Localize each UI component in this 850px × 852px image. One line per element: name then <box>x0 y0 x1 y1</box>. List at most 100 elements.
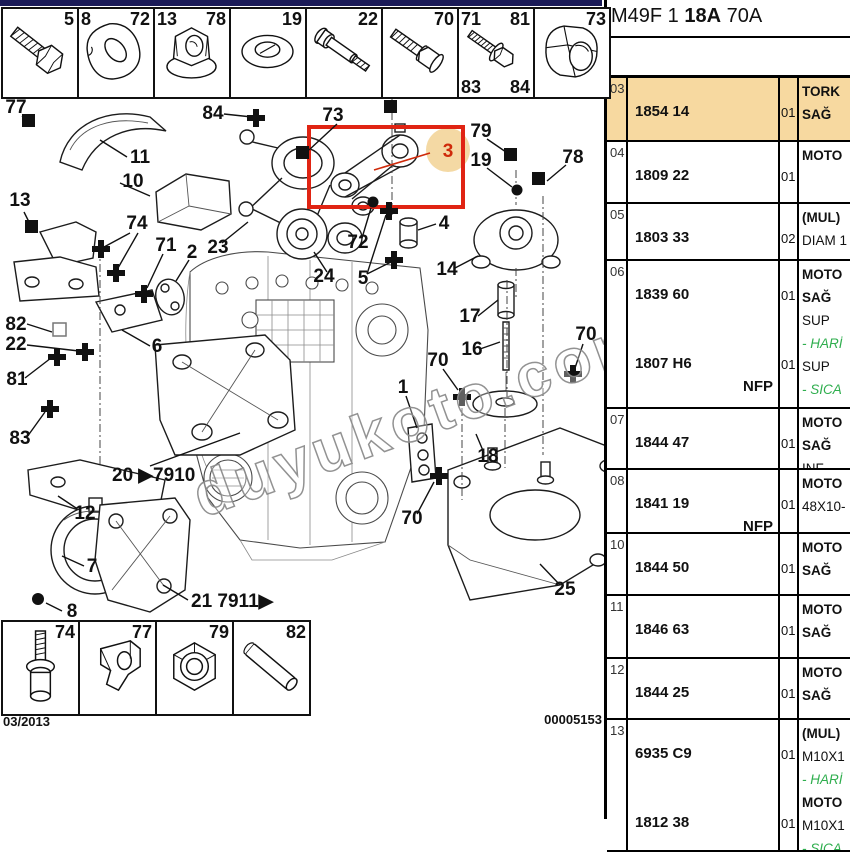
row-ref: 12 <box>607 659 628 718</box>
part-number: 1844 50 <box>635 559 690 576</box>
callout-72: 72 <box>347 232 368 253</box>
description-line: (MUL) <box>802 210 841 225</box>
part-4-spacer <box>399 217 418 249</box>
description-line: MOTO <box>802 602 843 617</box>
callout-20-▶7910: 20 ▶7910 <box>112 465 195 486</box>
quantity: 01 <box>781 497 796 512</box>
corner-label-tr: 72 <box>129 9 150 29</box>
quantity: 01 <box>781 436 796 451</box>
part-number: 1803 33 <box>635 229 690 246</box>
quantity: 01 <box>781 357 796 372</box>
stud-bolt-icon <box>4 623 75 715</box>
description-cell: MOTO <box>799 142 850 202</box>
red-leader-line <box>373 152 431 171</box>
description-line: - SICA <box>802 841 842 850</box>
description-line: (MUL) <box>802 726 841 741</box>
description-cell: MOTOSAĞINF <box>799 409 850 468</box>
catalog-code-header: M49F 1 18A 70A <box>607 0 850 38</box>
corner-label-tl: 71 <box>461 9 482 29</box>
callout-3: 3 <box>443 141 454 162</box>
corner-label-tr: 19 <box>281 9 302 29</box>
row-ref: 11 <box>607 596 628 657</box>
description-line: - HARİ <box>802 772 843 787</box>
row-ref: 13 <box>607 720 628 850</box>
hex-nut-icon <box>536 10 607 98</box>
part-box-74: 74 <box>1 620 80 716</box>
callout-22: 22 <box>5 334 26 355</box>
description-line: MOTO <box>802 665 843 680</box>
empty-header-row <box>607 38 850 78</box>
row-ref: 05 <box>607 204 628 259</box>
quantity: 01 <box>781 288 796 303</box>
part-number-cell: 1803 33 <box>628 204 780 259</box>
corner-label-tr: 73 <box>585 9 606 29</box>
callout-71: 71 <box>155 235 177 256</box>
row-ref: 04 <box>607 142 628 202</box>
part-11-bracket <box>59 113 167 171</box>
callout-7: 7 <box>87 556 98 577</box>
quantity: 01 <box>781 105 796 120</box>
code-bold: 18A <box>684 5 722 27</box>
description-line: MOTO <box>802 476 843 491</box>
callout-18: 18 <box>477 446 498 467</box>
callout-17: 17 <box>459 306 480 327</box>
part-number: 1839 60 <box>635 286 690 303</box>
nfp-flag: NFP <box>743 378 773 395</box>
description-line: INF <box>802 457 850 468</box>
corner-label-tr: 78 <box>205 9 226 29</box>
callout-78: 78 <box>562 147 583 168</box>
description-line: SAĞ <box>802 290 832 305</box>
corner-label-tl: 8 <box>81 9 92 29</box>
description-line: M10X1 <box>802 749 845 764</box>
quantity-cell: 01 <box>780 534 799 594</box>
callout-24: 24 <box>313 266 335 287</box>
callout-10: 10 <box>122 171 143 192</box>
part-box-19: 19 <box>229 7 307 99</box>
quantity-cell: 01 <box>780 409 799 468</box>
part-number: 1844 47 <box>635 434 690 451</box>
eccentric-washer-icon <box>80 10 151 98</box>
lock-nut-icon <box>158 623 229 715</box>
part-10-rubber-pad <box>155 173 232 231</box>
description-line: MOTO <box>802 267 843 282</box>
part-number-cell: 1839 60 1807 H6 NFP <box>628 261 780 407</box>
part-box-73: 73 <box>533 7 611 99</box>
part-number-cell: 1846 63 <box>628 596 780 657</box>
description-line: MOTO <box>802 540 843 555</box>
part-20-bracket <box>154 334 296 456</box>
callout-79: 79 <box>470 121 491 142</box>
table-row-07[interactable]: 07 1844 47 01MOTOSAĞINF <box>607 409 850 470</box>
quantity-cell: 01 <box>780 659 799 718</box>
shoulder-bolt-icon <box>308 10 379 98</box>
description-line: MOTO <box>802 415 843 430</box>
code-left: M49F 1 <box>611 5 679 27</box>
corner-label-br: 84 <box>509 77 530 97</box>
dowel-pin-icon <box>235 623 306 715</box>
quantity-cell: 01 <box>780 596 799 657</box>
row-ref: 07 <box>607 409 628 468</box>
corner-label-tr: 82 <box>285 622 306 642</box>
part-number: 1807 H6 <box>635 355 692 372</box>
quantity-cell: 01 <box>780 78 799 140</box>
row-ref: 03 <box>607 78 628 140</box>
callout-2: 2 <box>187 242 198 263</box>
